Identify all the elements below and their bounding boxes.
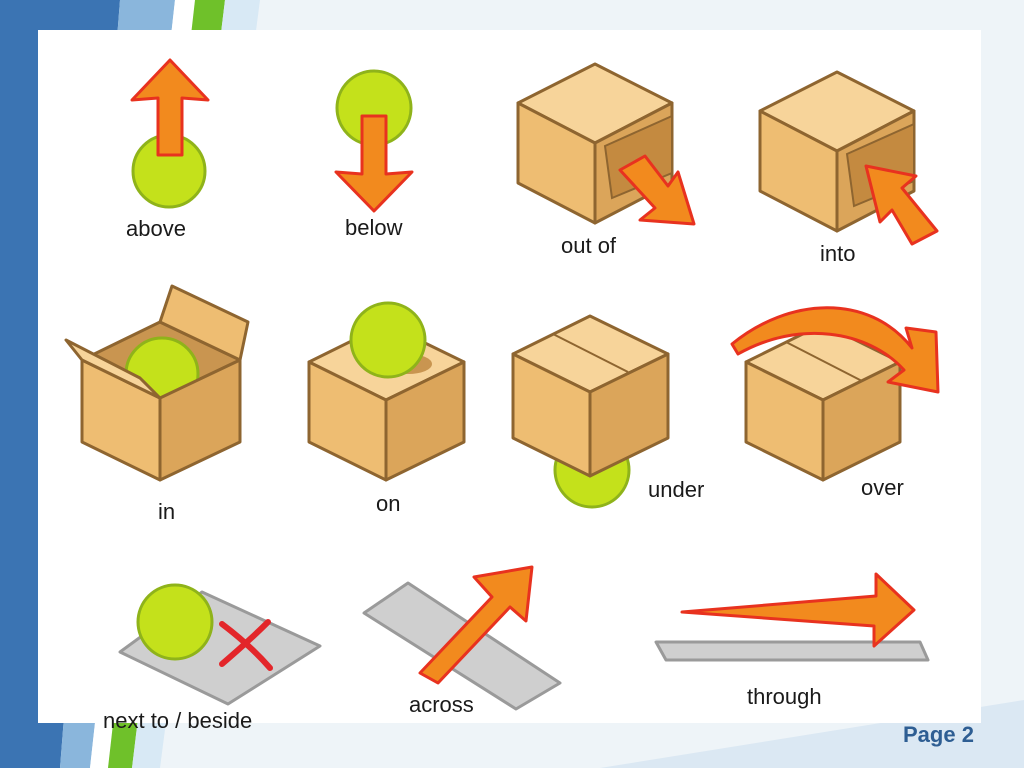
- ball-icon: [136, 583, 214, 661]
- on-illustration: [307, 301, 466, 482]
- over-illustration: [730, 306, 940, 482]
- through-illustration: [654, 572, 930, 662]
- label-out-of: out of: [561, 233, 617, 258]
- arrow-icon: [130, 58, 210, 157]
- label-through: through: [747, 684, 822, 709]
- label-across: across: [409, 692, 474, 717]
- label-under: under: [648, 477, 705, 502]
- next-to-illustration: [118, 583, 322, 706]
- label-on: on: [376, 491, 401, 516]
- above-illustration: [130, 58, 210, 209]
- ball-icon: [349, 301, 427, 379]
- arrow-icon: [864, 164, 939, 246]
- across-illustration: [362, 565, 562, 711]
- label-over: over: [861, 475, 904, 500]
- label-into: into: [820, 241, 856, 266]
- arrow-icon: [618, 154, 696, 226]
- into-illustration: [758, 70, 939, 246]
- arrow-icon: [418, 565, 534, 685]
- label-in: in: [158, 499, 176, 524]
- in-illustration: [64, 284, 250, 482]
- arrow-icon: [730, 306, 940, 394]
- arrow-icon: [680, 572, 916, 648]
- under-illustration: [511, 314, 670, 509]
- cross-icon: [219, 619, 273, 671]
- label-below: below: [345, 215, 403, 240]
- label-above: above: [126, 216, 186, 241]
- arrow-icon: [334, 114, 414, 213]
- below-illustration: [334, 69, 414, 213]
- out-of-illustration: [516, 62, 696, 226]
- page-number: Page 2: [903, 722, 974, 747]
- label-next-to-beside: next to / beside: [103, 708, 253, 733]
- mat-icon: [654, 640, 930, 662]
